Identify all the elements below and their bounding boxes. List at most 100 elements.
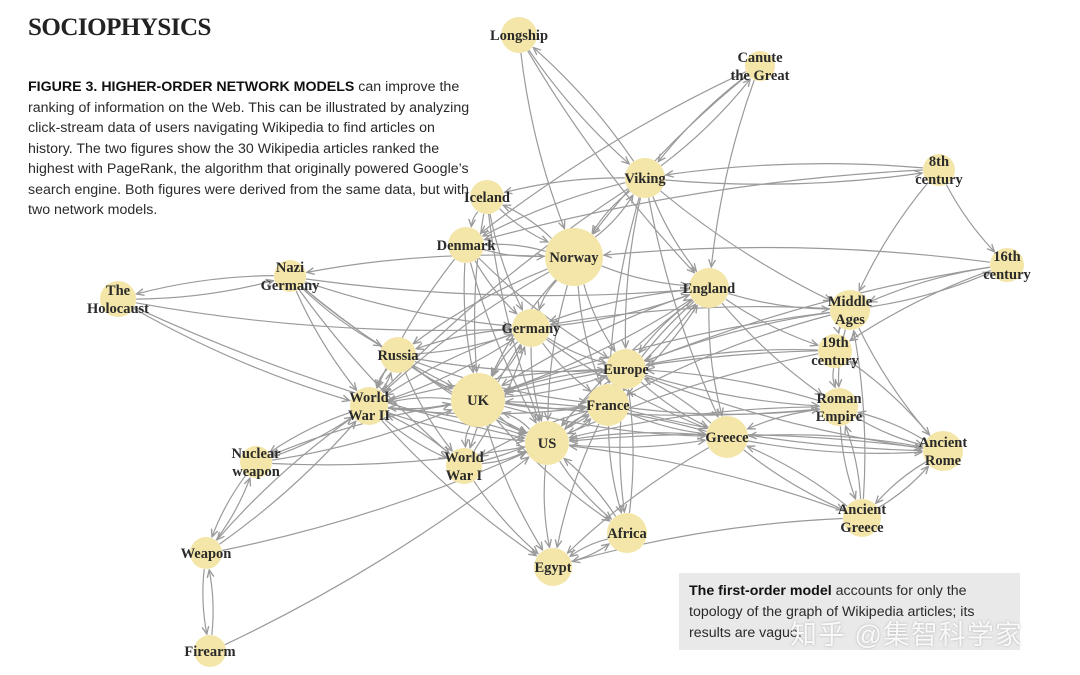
- node-egypt[interactable]: Egypt: [534, 548, 572, 586]
- node-romanempire-label: Empire: [816, 409, 863, 425]
- edge-denmark-to-us: [469, 262, 537, 423]
- edge-ancientgreece-to-egypt: [572, 517, 843, 562]
- edge-france-to-greece: [627, 412, 706, 434]
- edge-norway-to-england: [601, 265, 688, 286]
- node-viking[interactable]: Viking: [624, 158, 666, 198]
- node-firearm[interactable]: Firearm: [184, 635, 236, 667]
- edge-longship-to-norway: [520, 53, 565, 228]
- node-weapon[interactable]: Weapon: [181, 537, 232, 569]
- edge-romanempire-to-greece: [748, 408, 821, 429]
- node-firearm-label: Firearm: [184, 644, 235, 660]
- edge-ancientgreece-to-middleages: [854, 331, 866, 499]
- node-nuclear-circle: [240, 446, 272, 478]
- node-ancientrome-label: Ancient: [919, 435, 968, 451]
- edge-weapon-to-ww2: [219, 421, 356, 545]
- edge-layer: [133, 48, 995, 646]
- node-egypt-label: Egypt: [534, 560, 571, 576]
- edge-denmark-to-germany: [474, 260, 517, 314]
- edge-uk-to-england: [503, 299, 691, 392]
- edge-romanempire-to-ancientgreece: [839, 426, 855, 499]
- node-germany[interactable]: Germany: [502, 309, 562, 347]
- edge-europe-to-ancientrome: [644, 375, 922, 448]
- node-19th-label: 19th: [821, 335, 848, 351]
- node-greece[interactable]: Greece: [705, 416, 749, 458]
- edge-viking-to-canute: [660, 79, 750, 167]
- node-middleages-label: Middle: [828, 294, 873, 310]
- node-uk-circle: [451, 373, 505, 427]
- node-firearm-circle: [194, 635, 226, 667]
- edge-norway-to-germany: [539, 280, 558, 310]
- node-uk[interactable]: UK: [451, 373, 505, 427]
- edge-romanempire-to-ancientrome: [855, 416, 923, 445]
- edge-uk-to-egypt: [486, 425, 543, 550]
- node-denmark-circle: [448, 227, 484, 263]
- node-europe[interactable]: Europe: [603, 349, 649, 389]
- caption-lead: FIGURE 3. HIGHER-ORDER NETWORK MODELS: [28, 79, 355, 95]
- edge-middleages-to-europe: [646, 312, 831, 362]
- node-england[interactable]: England: [683, 268, 735, 308]
- node-russia[interactable]: Russia: [377, 337, 419, 373]
- edge-ww2-to-us: [386, 411, 524, 441]
- node-nuclear-label: Nuclear: [231, 446, 281, 462]
- node-longship[interactable]: Longship: [490, 17, 548, 53]
- edge-nazi-to-uk: [301, 286, 453, 387]
- node-us[interactable]: US: [525, 421, 569, 465]
- node-ww2-circle: [350, 387, 388, 425]
- edge-ancientgreece-to-romanempire: [846, 426, 862, 499]
- node-ww1-circle: [446, 448, 482, 484]
- edge-norway-to-iceland: [503, 205, 552, 239]
- node-france[interactable]: France: [586, 384, 630, 426]
- node-ancientrome-label: Rome: [925, 453, 962, 469]
- node-middleages-circle: [830, 290, 870, 330]
- edge-england-to-germany: [550, 289, 689, 321]
- edge-viking-to-8th: [665, 173, 922, 185]
- edge-nuclear-to-us: [272, 447, 524, 466]
- edge-ancientgreece-to-us: [570, 446, 845, 512]
- edge-germany-to-russia: [416, 328, 512, 349]
- node-longship-circle: [501, 17, 537, 53]
- node-norway[interactable]: Norway: [545, 228, 603, 286]
- node-viking-label: Viking: [624, 171, 666, 187]
- node-denmark[interactable]: Denmark: [437, 227, 497, 263]
- edge-viking-to-denmark: [483, 182, 626, 236]
- edge-nazi-to-ww2: [295, 290, 356, 390]
- edge-greece-to-ancientgreece: [743, 449, 844, 510]
- node-nuclear-label: weapon: [232, 464, 280, 480]
- edge-weapon-to-firearm: [203, 569, 207, 634]
- node-longship-label: Longship: [490, 28, 548, 44]
- edge-uk-to-ww2: [389, 398, 451, 403]
- edge-iceland-to-norway: [499, 208, 548, 242]
- node-16th-circle: [990, 248, 1024, 282]
- node-8th-circle: [923, 154, 955, 186]
- section-header: SOCIOPHYSICS: [28, 14, 211, 41]
- edge-europe-to-ww2: [388, 368, 606, 400]
- node-16th-label: 16th: [993, 249, 1020, 265]
- edge-us-to-uk: [503, 413, 531, 430]
- node-greece-label: Greece: [705, 430, 749, 446]
- edge-africa-to-egypt: [570, 538, 608, 556]
- node-holocaust-label: Holocaust: [87, 301, 149, 317]
- node-nuclear[interactable]: Nuclear weapon: [231, 446, 281, 480]
- edge-16th-to-norway: [604, 246, 991, 263]
- edge-ww2-to-germany: [387, 339, 514, 401]
- node-iceland[interactable]: Iceland: [464, 180, 510, 214]
- node-8th-label: century: [915, 172, 963, 188]
- edge-8th-to-viking: [666, 163, 923, 175]
- edge-africa-to-europe: [629, 390, 634, 514]
- node-nazi-circle: [274, 260, 306, 292]
- node-africa[interactable]: Africa: [607, 513, 647, 553]
- edge-19th-to-europe: [647, 348, 818, 365]
- node-africa-label: Africa: [607, 526, 647, 542]
